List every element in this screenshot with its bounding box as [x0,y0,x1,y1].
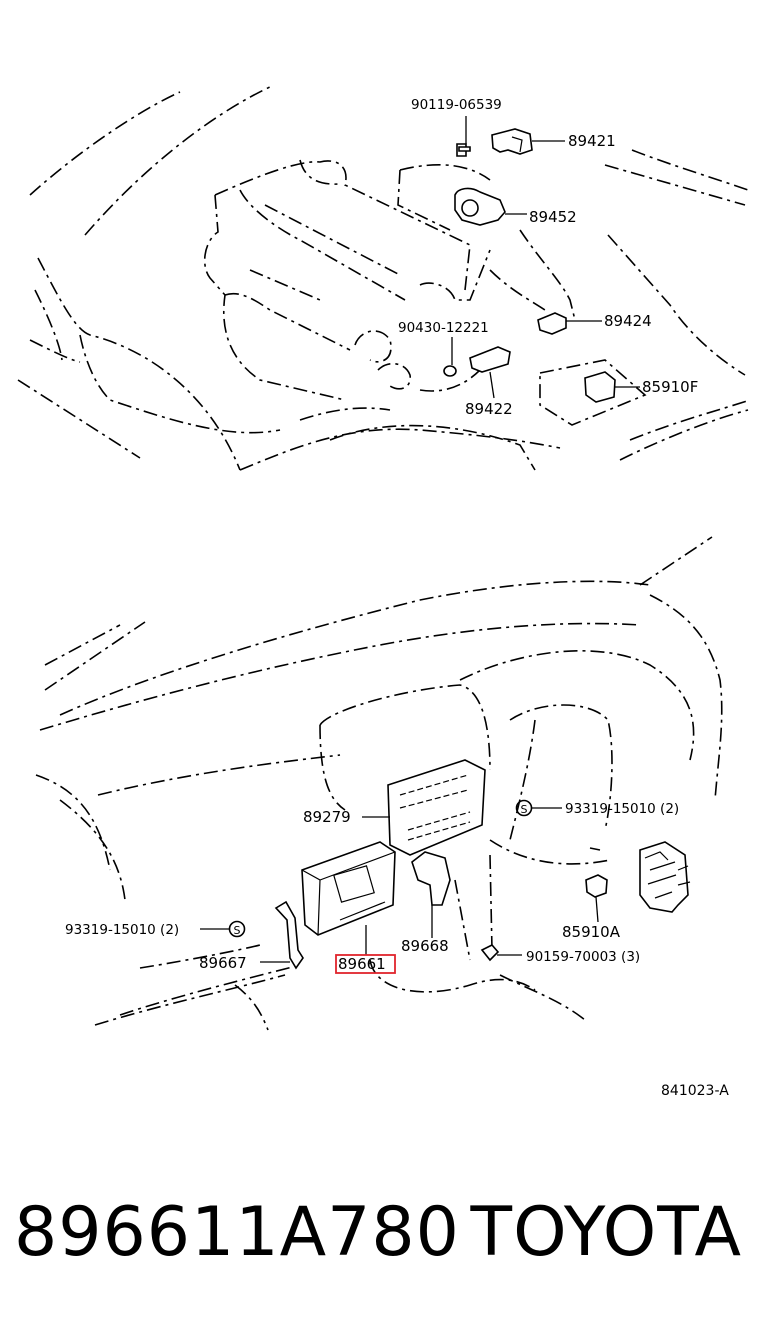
label-93319-15010-left[interactable]: 93319-15010 (2) [65,922,179,938]
clip-90159-70003-part [480,944,522,962]
bracket-89668-part [411,851,451,938]
parts-diagram: S S 90119-06539 89421 89452 90430-12221 … [17,85,751,1099]
screw-mark-right-label: S [521,803,528,816]
label-89452[interactable]: 89452 [529,208,577,226]
part-labels: 90119-06539 89421 89452 90430-12221 8942… [65,97,729,1099]
label-89422[interactable]: 89422 [465,400,513,418]
label-89279[interactable]: 89279 [303,808,351,826]
label-85910A[interactable]: 85910A [562,923,621,941]
diagram-reference: 841023-A [661,1083,729,1099]
sensor-89421-part [491,128,565,155]
highlight-box-89661 [335,954,396,974]
label-90430-12221[interactable]: 90430-12221 [398,320,489,336]
screw-mark-left-label: S [234,924,241,937]
junction-block-part [639,841,691,913]
label-90119-06539[interactable]: 90119-06539 [411,97,502,113]
label-89424[interactable]: 89424 [604,312,652,330]
engine-bay-illustration [17,85,751,471]
bracket-89667-part [260,900,304,970]
sensor-89424-part [537,312,602,335]
part-number: 896611A780 [14,1193,460,1272]
sensor-89452-part [454,187,527,226]
footer: 896611A780 TOYOTA [0,1185,760,1285]
dashboard-illustration: S S [35,536,723,1031]
relay-85910A-part [585,874,608,923]
screw-mark-left [228,920,246,938]
gasket-90430-12221-part [443,337,457,377]
label-89661[interactable]: 89661 [338,955,386,973]
bolt-90119-06539-part [456,116,471,157]
ecu-89661-part [301,841,396,955]
display-89279-part [362,759,486,856]
relay-85910F-part [584,371,640,403]
label-89667[interactable]: 89667 [199,954,247,972]
label-93319-15010-right[interactable]: 93319-15010 (2) [565,801,679,817]
screw-mark-right [515,799,533,817]
label-89421[interactable]: 89421 [568,132,616,150]
brand-name: TOYOTA [470,1193,742,1272]
label-89668[interactable]: 89668 [401,937,449,955]
sensor-89422-part [469,346,511,399]
label-90159-70003[interactable]: 90159-70003 (3) [526,949,640,965]
label-85910F[interactable]: 85910F [642,378,698,396]
